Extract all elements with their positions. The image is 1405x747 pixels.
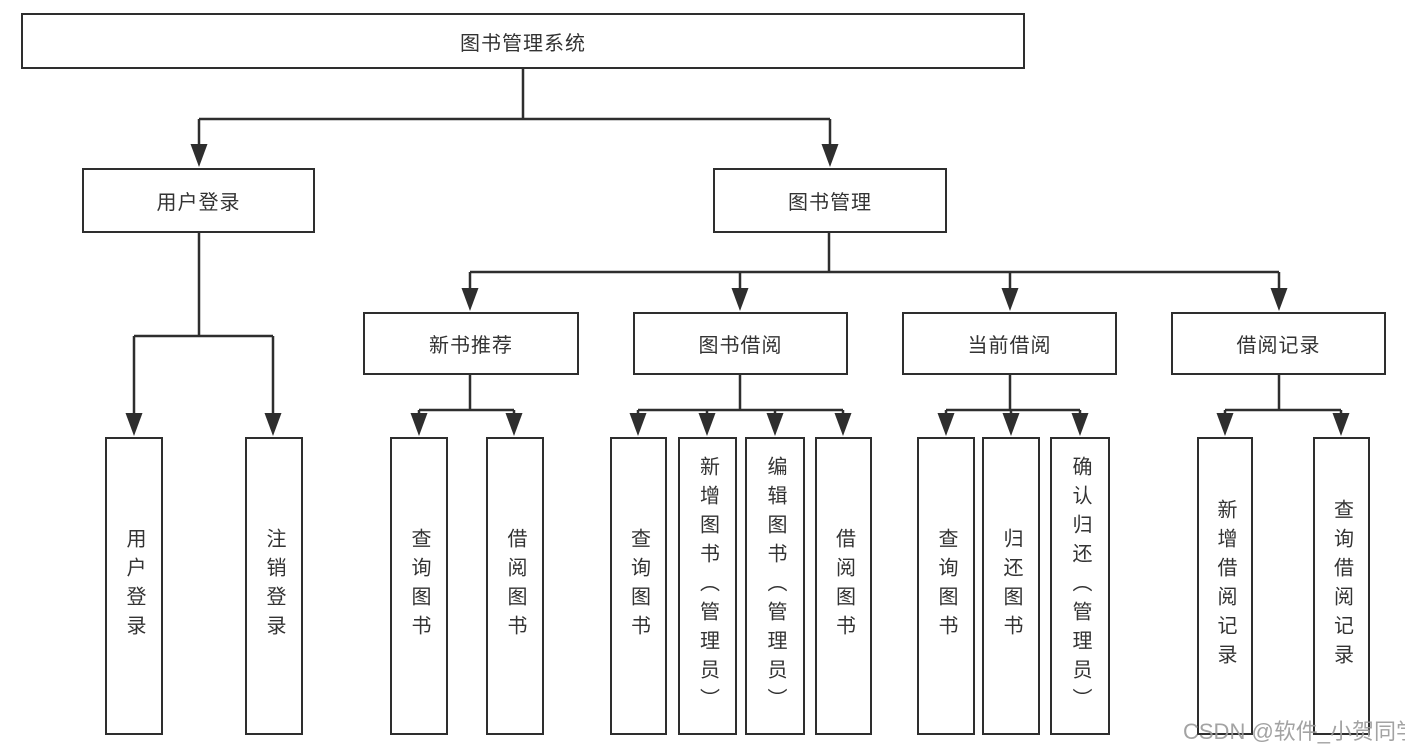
leaf-label: 注销登录 [263, 528, 285, 644]
node-book-management: 图书管理 [713, 168, 947, 233]
node-label: 当前借阅 [967, 335, 1052, 357]
leaf-label: 确认归还（管理员） [1069, 455, 1091, 717]
node-new-book-recommend: 新书推荐 [363, 312, 579, 375]
leaf-label: 查询图书 [627, 528, 650, 644]
csdn-watermark: CSDN @软件_小贺同学 [1183, 719, 1405, 744]
leaf-bb-query-book: 查询图书 [610, 437, 667, 735]
node-book-borrow: 图书借阅 [633, 312, 848, 375]
leaf-logout: 注销登录 [245, 437, 303, 735]
leaf-user-login: 用户登录 [105, 437, 163, 735]
node-user-login: 用户登录 [82, 168, 315, 233]
leaf-label: 编辑图书（管理员） [764, 455, 786, 717]
leaf-label: 新增借阅记录 [1214, 499, 1236, 673]
leaf-bb-add-book-admin: 新增图书（管理员） [678, 437, 737, 735]
node-root-system: 图书管理系统 [21, 13, 1025, 69]
leaf-label: 用户登录 [123, 528, 145, 644]
node-borrow-record: 借阅记录 [1171, 312, 1386, 375]
leaf-label: 借阅图书 [832, 528, 855, 644]
leaf-br-add-record: 新增借阅记录 [1197, 437, 1253, 735]
leaf-label: 借阅图书 [504, 528, 526, 644]
node-label: 借阅记录 [1236, 335, 1321, 357]
leaf-cb-confirm-return-admin: 确认归还（管理员） [1050, 437, 1110, 735]
leaf-bb-edit-book-admin: 编辑图书（管理员） [745, 437, 805, 735]
leaf-label: 查询借阅记录 [1330, 499, 1353, 673]
node-label: 图书管理系统 [460, 32, 586, 55]
leaf-label: 查询图书 [935, 528, 957, 644]
node-label: 新书推荐 [429, 335, 513, 357]
leaf-br-query-record: 查询借阅记录 [1313, 437, 1370, 735]
leaf-label: 归还图书 [1000, 528, 1022, 644]
leaf-rec-query-book: 查询图书 [390, 437, 448, 735]
leaf-label: 查询图书 [408, 528, 430, 644]
node-label: 图书管理 [788, 192, 872, 214]
leaf-bb-borrow-book: 借阅图书 [815, 437, 872, 735]
leaf-rec-borrow-book: 借阅图书 [486, 437, 544, 735]
leaf-label: 新增图书（管理员） [696, 455, 719, 717]
leaf-cb-query-book: 查询图书 [917, 437, 975, 735]
leaf-cb-return-book: 归还图书 [982, 437, 1040, 735]
node-label: 用户登录 [156, 192, 241, 214]
node-label: 图书借阅 [698, 335, 783, 357]
node-current-borrow: 当前借阅 [902, 312, 1117, 375]
